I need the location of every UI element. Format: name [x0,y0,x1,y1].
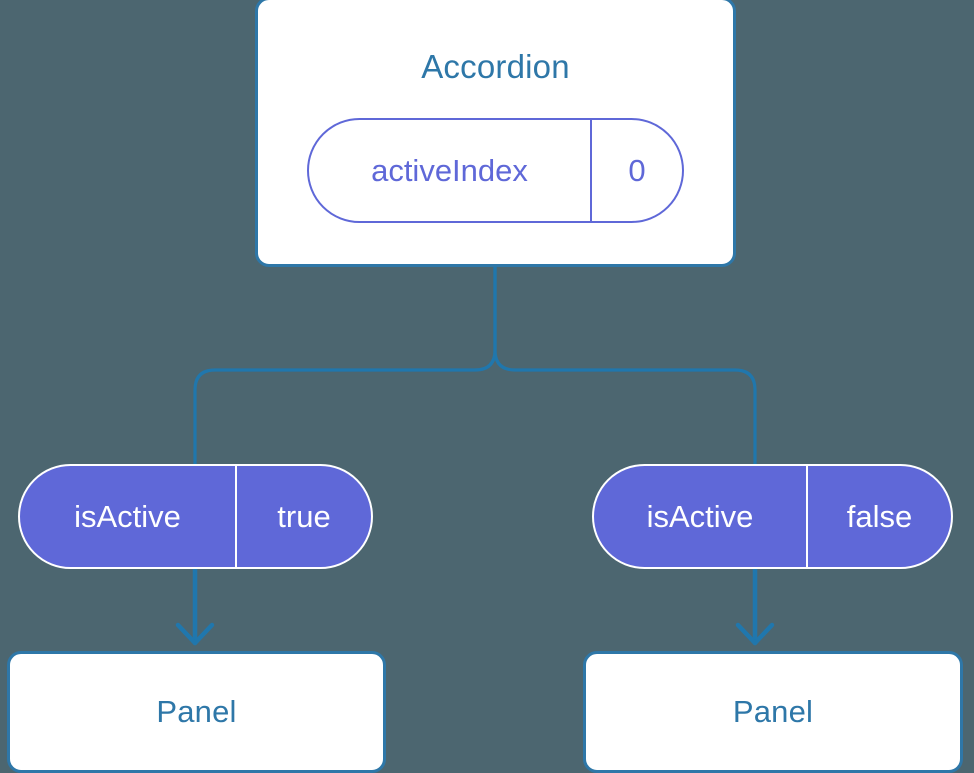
tree-connector-path-right [493,264,757,468]
state-pill-key: activeIndex [371,152,528,188]
panel-title: Panel [732,694,814,729]
accordion-title: Accordion [421,48,570,85]
prop-pill-is-active-true[interactable]: isActive true [18,464,373,569]
prop-pill-key: isActive [74,498,181,534]
tree-connector-path [193,264,497,468]
state-pill-value: 0 [590,120,682,221]
state-pill-active-index[interactable]: activeIndex 0 [307,118,684,223]
arrow-right-pill-to-panel [735,565,775,646]
panel-title: Panel [156,694,237,729]
arrow-left-pill-to-panel [175,565,215,646]
prop-pill-value: false [806,466,951,567]
panel-component-node-left[interactable]: Panel [7,651,386,773]
prop-pill-key: isActive [646,498,754,534]
prop-pill-is-active-false[interactable]: isActive false [592,464,953,569]
prop-pill-value: true [235,466,371,567]
panel-component-node-right[interactable]: Panel [583,651,963,773]
